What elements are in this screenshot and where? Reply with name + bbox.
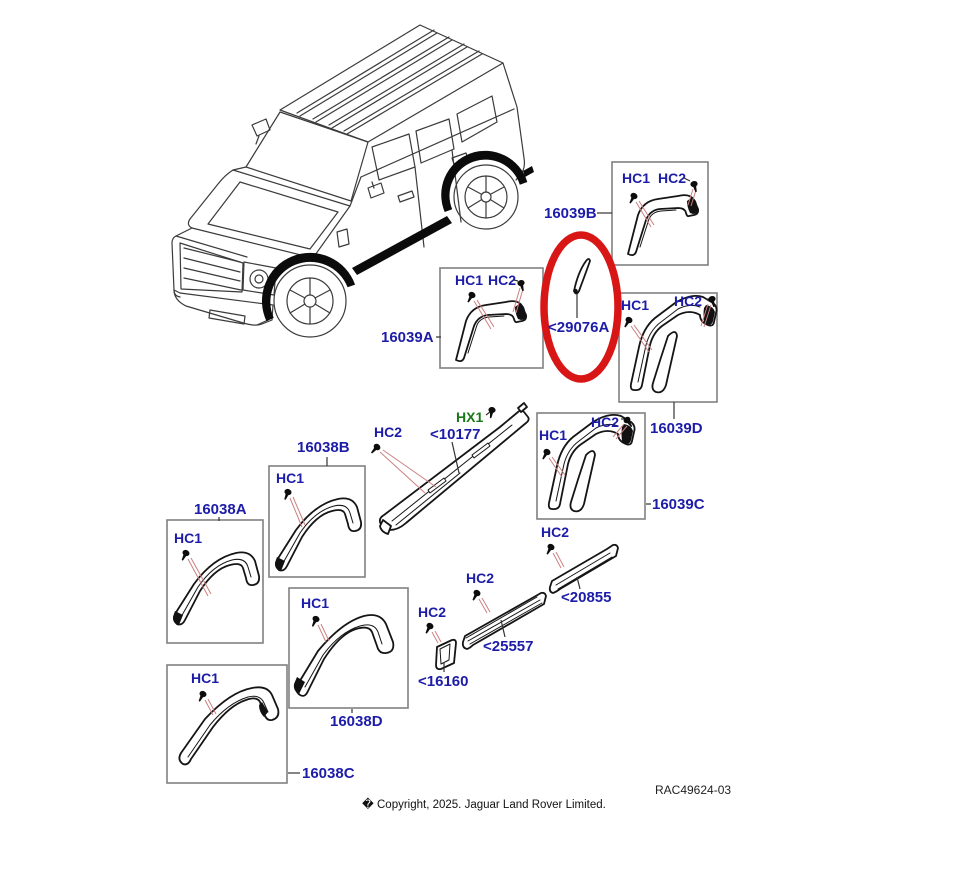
fastener-label-hc1-16038A[interactable]: HC1 <box>174 530 203 546</box>
part-label-16039C[interactable]: 16039C <box>652 496 705 513</box>
drawing-reference-number: RAC49624-03 <box>655 783 732 797</box>
part-art-25557 <box>461 591 547 650</box>
part-art-16160 <box>435 638 457 671</box>
vehicle-illustration <box>171 24 534 338</box>
part-art-16038D <box>293 614 395 697</box>
label-leader-lines <box>218 177 709 774</box>
fastener-label-hc2-16039B[interactable]: HC2 <box>658 170 687 186</box>
screw-icon <box>368 442 382 456</box>
fastener-label-hc2-20855[interactable]: HC2 <box>541 524 570 540</box>
part-label-16039D[interactable]: 16039D <box>650 420 703 437</box>
part-art-20855 <box>548 543 619 594</box>
fastener-label-hc1-16039D[interactable]: HC1 <box>621 297 650 313</box>
fastener-label-hc1-16039C[interactable]: HC1 <box>539 427 568 443</box>
part-label-16160[interactable]: <16160 <box>418 673 469 690</box>
part-label-16039A[interactable]: 16039A <box>381 329 434 346</box>
fitted-black-mouldings <box>261 150 534 322</box>
fastener-label-hc2-25557[interactable]: HC2 <box>466 570 495 586</box>
fastener-label-hc1-16039B[interactable]: HC1 <box>622 170 651 186</box>
part-label-10177[interactable]: <10177 <box>430 426 481 443</box>
part-label-29076A[interactable]: <29076A <box>548 319 610 336</box>
fastener-label-hx1-10177[interactable]: HX1 <box>456 409 484 425</box>
fastener-leader-lines <box>187 188 712 716</box>
fastener-label-hc2-16160[interactable]: HC2 <box>418 604 447 620</box>
fastener-label-hc1-16038D[interactable]: HC1 <box>301 595 330 611</box>
part-label-20855[interactable]: <20855 <box>561 589 612 606</box>
part-art-16038C <box>178 686 280 766</box>
fastener-label-hc1-16039A[interactable]: HC1 <box>455 272 484 288</box>
part-art-29076A <box>573 258 591 295</box>
fastener-label-hc2-16039A[interactable]: HC2 <box>488 272 517 288</box>
part-label-25557[interactable]: <25557 <box>483 638 534 655</box>
copyright-notice: � Copyright, 2025. Jaguar Land Rover Lim… <box>362 799 606 811</box>
fastener-label-hc2-16039D[interactable]: HC2 <box>674 293 703 309</box>
part-label-16038A[interactable]: 16038A <box>194 501 247 518</box>
part-label-16039B[interactable]: 16039B <box>544 205 597 222</box>
fastener-label-hc1-16038C[interactable]: HC1 <box>191 670 220 686</box>
part-label-16038C[interactable]: 16038C <box>302 765 355 782</box>
rear-wheel <box>453 164 519 230</box>
fastener-label-hc1-16038B[interactable]: HC1 <box>276 470 305 486</box>
highlight-ellipse <box>540 231 622 383</box>
front-wheel <box>273 264 347 338</box>
part-art-16039B <box>627 194 700 257</box>
part-label-16038B[interactable]: 16038B <box>297 439 350 456</box>
part-art-10177 <box>378 402 530 535</box>
fastener-label-hc2-16039C[interactable]: HC2 <box>591 414 620 430</box>
fastener-label-hc2-10177[interactable]: HC2 <box>374 424 403 440</box>
part-label-16038D[interactable]: 16038D <box>330 713 383 730</box>
part-art-16038B <box>274 497 363 572</box>
